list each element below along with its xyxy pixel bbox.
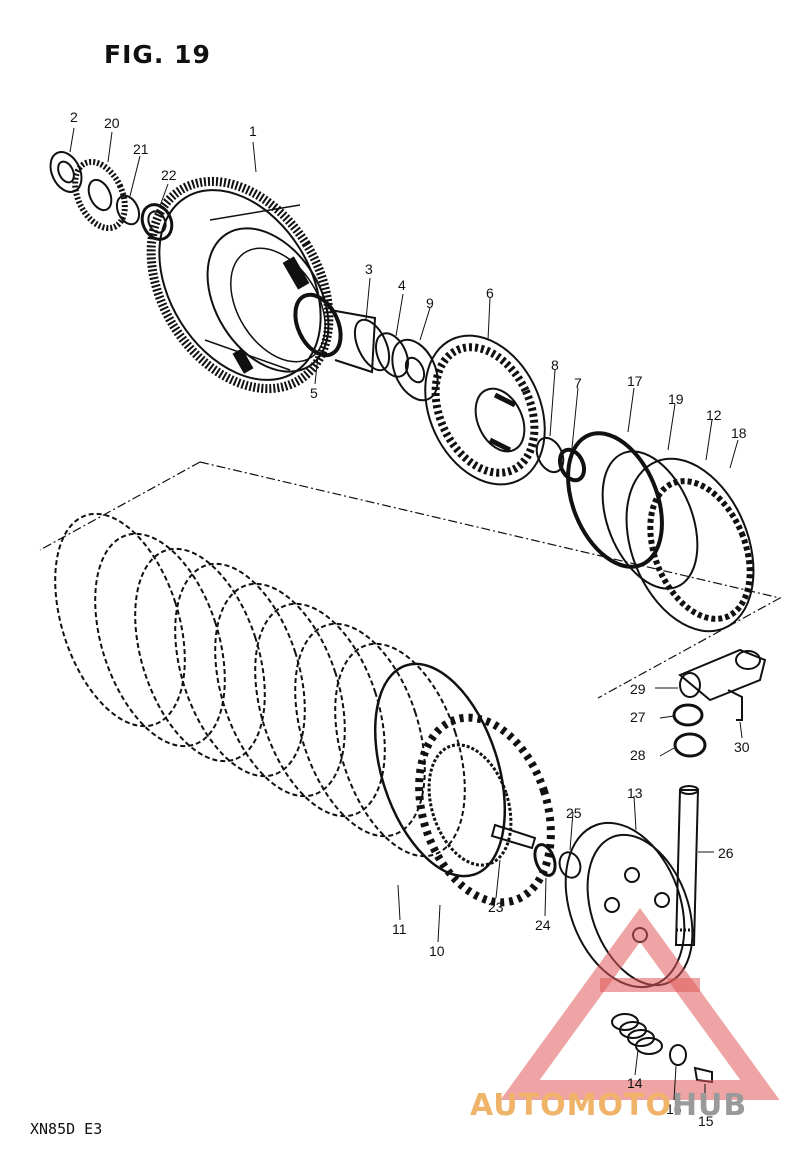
callout-12: 12 (706, 407, 722, 423)
callout-29: 29 (630, 681, 646, 697)
figure-title: FIG. 19 (104, 40, 211, 69)
callout-22: 22 (161, 167, 177, 183)
callout-19: 19 (668, 391, 684, 407)
push-piece-assembly (490, 823, 582, 879)
callout-8: 8 (551, 357, 559, 373)
release-shaft (674, 785, 700, 946)
callout-13: 13 (627, 785, 643, 801)
primary-driven-gear (146, 176, 334, 394)
ring-and-plates-upper (566, 431, 755, 633)
callout-2: 2 (70, 109, 78, 125)
callout-11: 11 (392, 921, 407, 937)
callout-1: 1 (249, 123, 257, 139)
callout-21: 21 (133, 141, 149, 157)
boundary-line (39, 461, 782, 699)
callout-18: 18 (731, 425, 747, 441)
washer-and-nut (535, 436, 587, 483)
callout-10: 10 (429, 943, 445, 959)
model-code: XN85D E3 (30, 1120, 103, 1138)
watermark-part2: HUB (671, 1088, 748, 1123)
callout-3: 3 (365, 261, 373, 277)
watermark-part1: AUTOMOTO (470, 1088, 672, 1123)
clutch-plate-stack (54, 512, 555, 907)
callout-27: 27 (630, 709, 646, 725)
callout-6: 6 (486, 285, 494, 301)
leader-lines (69, 127, 743, 1112)
callout-14: 14 (627, 1075, 643, 1091)
callout-7: 7 (574, 375, 582, 391)
spring-washer-bolt (611, 1013, 713, 1084)
callout-26: 26 (718, 845, 734, 861)
callout-20: 20 (104, 115, 120, 131)
release-lever-parts (672, 648, 767, 758)
callout-17: 17 (627, 373, 643, 389)
callout-23: 23 (488, 899, 504, 915)
callout-5: 5 (310, 385, 318, 401)
callout-16: 16 (666, 1101, 682, 1117)
callout-28: 28 (630, 747, 646, 763)
callout-4: 4 (398, 277, 406, 293)
small-parts-left (49, 151, 174, 241)
sleeve-and-washers (293, 292, 439, 402)
callout-24: 24 (535, 917, 551, 933)
callout-9: 9 (426, 295, 434, 311)
callout-25: 25 (566, 805, 582, 821)
watermark-text: AUTOMOTOHUB (470, 1088, 747, 1123)
clutch-sleeve-hub (424, 334, 546, 486)
watermark-logo (500, 907, 780, 1100)
callout-15: 15 (698, 1113, 714, 1129)
callout-30: 30 (734, 739, 750, 755)
